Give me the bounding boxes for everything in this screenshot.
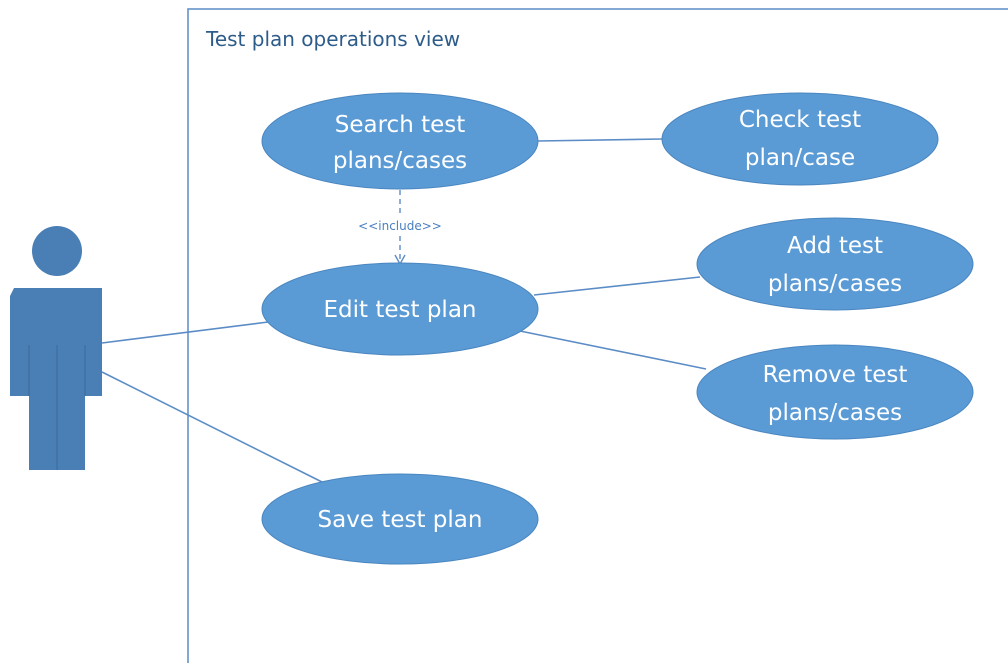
assoc-actor-edit [101,321,269,344]
assoc-search-check [537,138,663,142]
actor-body [10,288,102,470]
assoc-edit-remove [519,330,707,370]
use-case-edit[interactable]: Edit test plan [261,262,539,356]
use-case-remove-label-2: plans/cases [768,400,902,426]
associations [101,138,707,483]
use-case-search[interactable]: Search test plans/cases [261,92,539,190]
assoc-edit-add [533,276,701,296]
use-case-search-label-1: Search test [335,112,466,138]
use-case-check-label-2: plan/case [745,145,855,171]
actor-user-icon [10,226,102,470]
actor-head [32,226,82,276]
use-case-check[interactable]: Check test plan/case [661,92,939,186]
use-case-add[interactable]: Add test plans/cases [696,217,974,311]
include-stereotype-label: <<include>> [358,219,442,233]
system-boundary-title: Test plan operations view [205,27,460,51]
use-case-add-label-1: Add test [787,233,883,259]
use-case-save-label: Save test plan [318,507,483,533]
use-case-add-label-2: plans/cases [768,271,902,297]
use-case-search-label-2: plans/cases [333,148,467,174]
use-case-save[interactable]: Save test plan [261,473,539,565]
assoc-actor-save [101,371,323,483]
use-case-check-label-1: Check test [739,107,861,133]
include-dependency: <<include>> [358,190,442,266]
use-case-remove[interactable]: Remove test plans/cases [696,344,974,440]
use-case-edit-label: Edit test plan [324,297,477,323]
system-boundary: Test plan operations view [187,8,1008,663]
system-boundary-frame [187,8,1008,663]
use-case-remove-label-1: Remove test [763,362,908,388]
